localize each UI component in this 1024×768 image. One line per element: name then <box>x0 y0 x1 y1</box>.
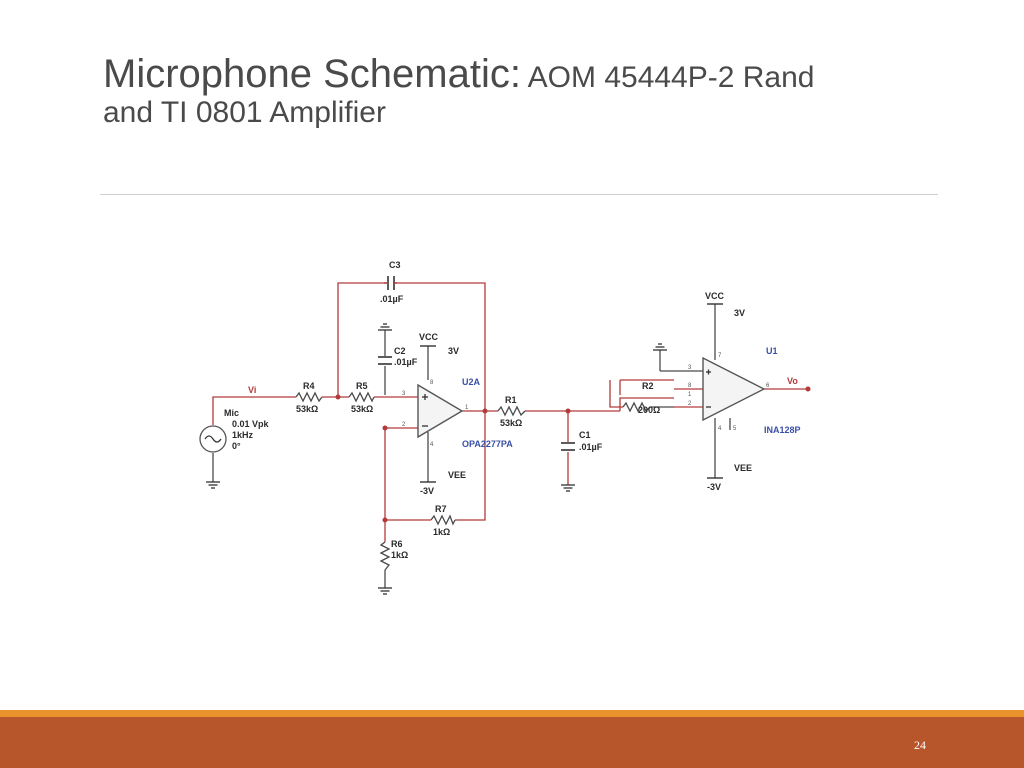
r2-value: 200Ω <box>638 405 660 415</box>
pin-label: 2 <box>688 401 692 407</box>
wires-dark <box>212 304 731 588</box>
c3-name: C3 <box>389 260 401 270</box>
r7-value: 1kΩ <box>433 527 450 537</box>
r1-value: 53kΩ <box>500 418 522 428</box>
mic-phase: 0° <box>232 441 241 451</box>
r6-value: 1kΩ <box>391 550 408 560</box>
title-main: Microphone Schematic: <box>103 52 521 96</box>
r5-name: R5 <box>356 381 368 391</box>
resistor-r7 <box>430 514 456 526</box>
u1-part: INA128P <box>764 425 801 435</box>
opamp-u2a <box>417 383 464 439</box>
resistor-r1 <box>497 405 526 417</box>
vcc-label: VCC <box>419 332 439 342</box>
title-divider <box>100 194 938 195</box>
c2-value: .01µF <box>394 357 418 367</box>
vo-label: Vo <box>787 376 798 386</box>
ground-symbols <box>206 323 667 595</box>
vcc-value: 3V <box>448 346 459 356</box>
resistor-r6 <box>379 541 391 571</box>
r2-name: R2 <box>642 381 654 391</box>
pin-label: 8 <box>430 380 434 386</box>
c3-value: .01µF <box>380 294 404 304</box>
footer-accent <box>0 710 1024 717</box>
wires-red <box>212 282 808 542</box>
pin-label: 1 <box>465 405 469 411</box>
vi-label: Vi <box>248 385 256 395</box>
mic-amp: 0.01 Vpk <box>232 419 270 429</box>
u2a-part: OPA2277PA <box>462 439 513 449</box>
mic-freq: 1kHz <box>232 430 254 440</box>
vee2-value: -3V <box>707 482 721 492</box>
capacitor-c1 <box>561 442 575 451</box>
u2a-name: U2A <box>462 377 481 387</box>
r6-name: R6 <box>391 539 403 549</box>
r4-name: R4 <box>303 381 315 391</box>
r4-value: 53kΩ <box>296 404 318 414</box>
r7-name: R7 <box>435 504 447 514</box>
pin-label: 1 <box>688 392 692 398</box>
pin-label: 8 <box>688 383 692 389</box>
pin-label: 2 <box>402 422 406 428</box>
capacitor-c2 <box>378 356 392 365</box>
pin-label: 3 <box>402 391 406 397</box>
title-rest: AOM 45444P-2 Rand <box>520 61 815 94</box>
resistor-r4 <box>295 391 323 403</box>
mic-name: Mic <box>224 408 239 418</box>
vee2-label: VEE <box>734 463 752 473</box>
pin-label: 4 <box>718 426 722 432</box>
amplifier-u1 <box>702 356 766 422</box>
vee-value: -3V <box>420 486 434 496</box>
resistor-r5 <box>348 391 375 403</box>
junction-dots <box>335 386 811 523</box>
c1-value: .01µF <box>579 442 603 452</box>
u1-name: U1 <box>766 346 778 356</box>
footer-bar <box>0 717 1024 768</box>
pin-label: 5 <box>733 426 737 432</box>
vcc2-value: 3V <box>734 308 745 318</box>
r5-value: 53kΩ <box>351 404 373 414</box>
r1-name: R1 <box>505 395 517 405</box>
title-line2: and TI 0801 Amplifier <box>103 96 386 129</box>
pin-label: 6 <box>766 383 770 389</box>
capacitor-c3 <box>384 276 397 290</box>
resistor-r2 <box>622 401 674 413</box>
c1-name: C1 <box>579 430 591 440</box>
pin-label: 7 <box>718 353 722 359</box>
vee-label: VEE <box>448 470 466 480</box>
pin-label: 3 <box>688 365 692 371</box>
page-number: 24 <box>914 738 926 752</box>
slide-title: Microphone Schematic: AOM 45444P-2 Rand … <box>103 52 943 129</box>
pin-label: 4 <box>430 442 434 448</box>
c2-name: C2 <box>394 346 406 356</box>
vcc2-label: VCC <box>705 291 725 301</box>
